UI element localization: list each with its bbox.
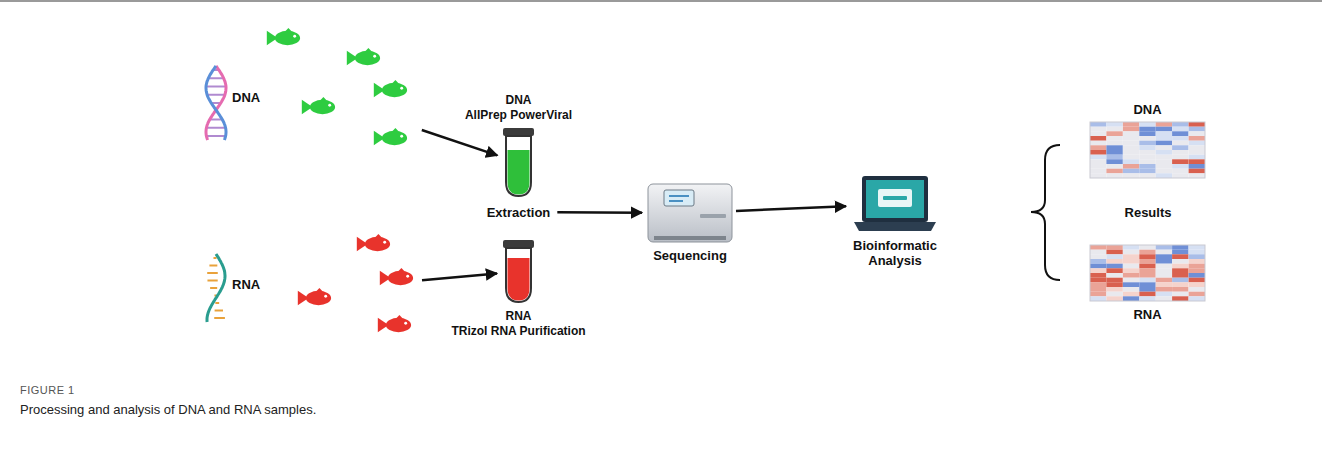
- extraction-step: Extraction: [484, 204, 554, 221]
- node-label: Bioinformatic Analysis: [840, 238, 950, 268]
- green-fish: [267, 28, 407, 145]
- sequencer: [648, 184, 732, 242]
- rna-sample-group: RNA: [200, 228, 418, 353]
- helix-strands: [206, 66, 226, 322]
- dna-heatmap: DNA: [1090, 122, 1205, 178]
- rna-tube: [503, 240, 534, 302]
- result-brace: [1031, 145, 1060, 280]
- figure-number: FIGURE 1: [20, 384, 75, 396]
- node-subtext: TRizol RNA Purification: [451, 324, 585, 339]
- flow-arrow: [422, 130, 498, 155]
- rna-extraction-tube: RNATRizol RNA Purification: [503, 240, 534, 303]
- node-text: Bioinformatic Analysis: [840, 238, 950, 268]
- node-text: DNA: [1133, 102, 1161, 117]
- sequencer-node: Sequencing: [648, 184, 732, 242]
- node-subtext: AllPrep PowerViral: [465, 108, 572, 123]
- dna-extraction-tube: DNAAllPrep PowerViral: [503, 128, 534, 197]
- flow-arrow: [736, 206, 846, 211]
- node-text: Sequencing: [653, 248, 727, 263]
- node-text: DNA: [465, 93, 572, 108]
- flow-arrow: [557, 211, 642, 214]
- rna-heatmap: RNA: [1090, 245, 1205, 301]
- figure-caption: Processing and analysis of DNA and RNA s…: [20, 402, 316, 417]
- node-text: RNA: [232, 277, 260, 292]
- node-text: Extraction: [487, 205, 551, 220]
- flow-arrow: [422, 273, 497, 280]
- laptop-node: Bioinformatic Analysis: [852, 176, 938, 232]
- node-label: DNA: [1133, 102, 1161, 117]
- results-label: Results: [1125, 205, 1172, 220]
- top-rule: [0, 0, 1322, 2]
- node-text: RNA: [451, 309, 585, 324]
- node-text: DNA: [232, 90, 260, 105]
- node-label: Sequencing: [653, 248, 727, 263]
- heatmap-cells: [1090, 122, 1205, 301]
- dna-sample-group: DNA: [200, 28, 418, 156]
- node-text: RNA: [1133, 307, 1161, 322]
- laptop: [854, 176, 936, 231]
- node-label: RNA: [1133, 307, 1161, 322]
- node-label: RNATRizol RNA Purification: [451, 309, 585, 339]
- red-fish: [298, 234, 413, 332]
- dna-tube: [503, 128, 534, 196]
- node-label: DNAAllPrep PowerViral: [465, 93, 572, 123]
